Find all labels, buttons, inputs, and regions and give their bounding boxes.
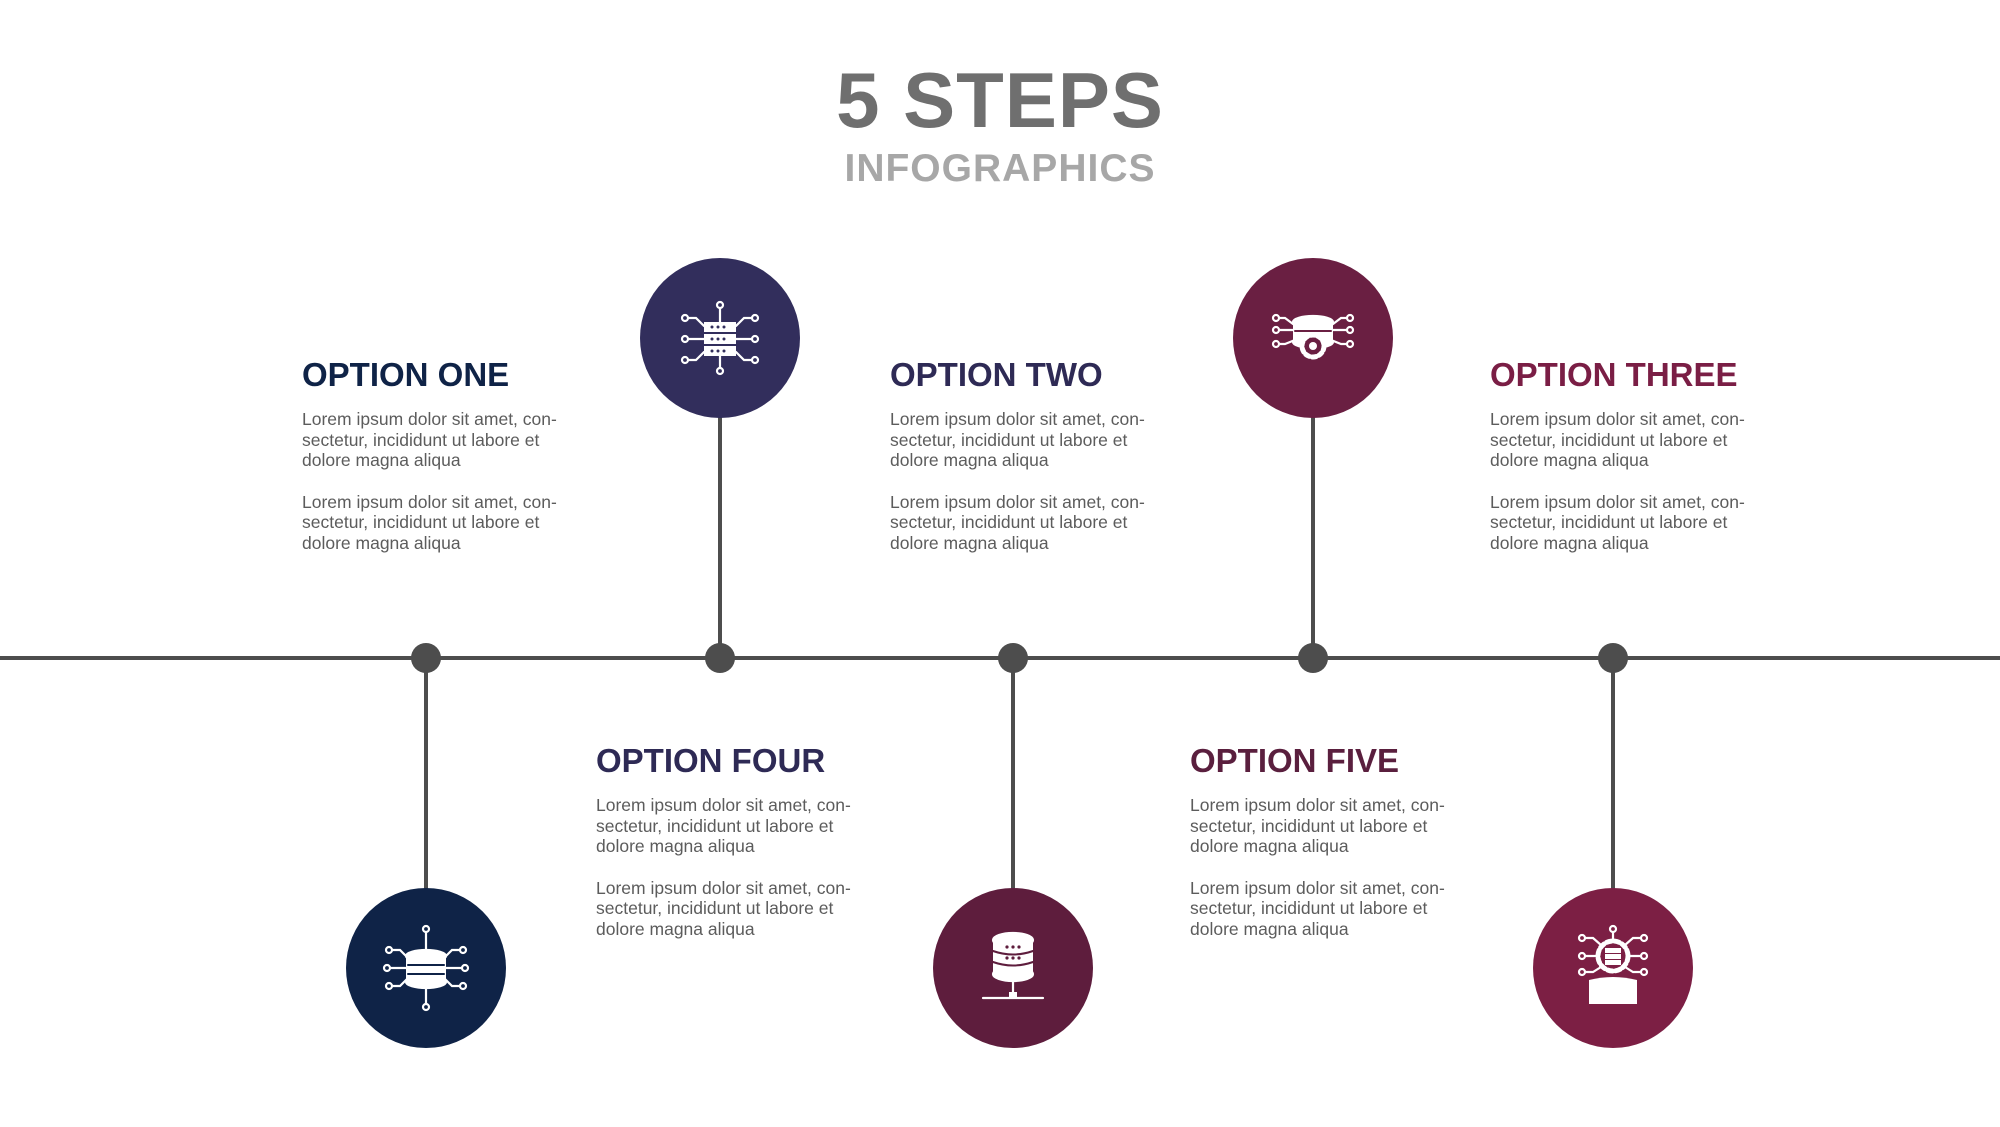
stem-3 xyxy=(1011,658,1015,898)
stem-5 xyxy=(1611,658,1615,898)
timeline-dot-4 xyxy=(1298,643,1328,673)
stem-1 xyxy=(424,658,428,898)
option-five-title: OPTION FIVE xyxy=(1190,742,1400,779)
database-connection-icon xyxy=(963,918,1063,1018)
option-five-text-1: Lorem ipsum dolor sit amet, con-sectetur… xyxy=(1190,795,1445,856)
stem-4 xyxy=(1311,410,1315,658)
option-three-block: OPTION THREE Lorem ipsum dolor sit amet,… xyxy=(1490,355,1760,574)
option-three-title: OPTION THREE xyxy=(1490,356,1738,393)
step-circle-3 xyxy=(933,888,1093,1048)
step-circle-4 xyxy=(1233,258,1393,418)
timeline-dot-2 xyxy=(705,643,735,673)
page-subtitle: INFOGRAPHICS xyxy=(844,147,1156,190)
database-network-icon xyxy=(376,918,476,1018)
server-network-icon xyxy=(670,288,770,388)
option-two-text-1: Lorem ipsum dolor sit amet, con-sectetur… xyxy=(890,409,1145,470)
option-five-block: OPTION FIVE Lorem ipsum dolor sit amet, … xyxy=(1190,741,1460,960)
option-two-block: OPTION TWO Lorem ipsum dolor sit amet, c… xyxy=(890,355,1160,574)
option-one-title: OPTION ONE xyxy=(302,356,510,393)
option-four-text-2: Lorem ipsum dolor sit amet, con-sectetur… xyxy=(596,877,851,939)
database-settings-icon xyxy=(1263,288,1363,388)
step-circle-2 xyxy=(640,258,800,418)
step-circle-1 xyxy=(346,888,506,1048)
stem-2 xyxy=(718,410,722,658)
option-one-text-1: Lorem ipsum dolor sit amet, con-sectetur… xyxy=(302,409,557,470)
server-settings-icon xyxy=(1563,918,1663,1018)
option-one-text-2: Lorem ipsum dolor sit amet, con-sectetur… xyxy=(302,491,557,553)
option-three-text-2: Lorem ipsum dolor sit amet, con-sectetur… xyxy=(1490,491,1745,553)
option-four-block: OPTION FOUR Lorem ipsum dolor sit amet, … xyxy=(596,741,866,960)
page-title: 5 STEPS xyxy=(836,56,1164,144)
option-four-text-1: Lorem ipsum dolor sit amet, con-sectetur… xyxy=(596,795,851,856)
option-five-text-2: Lorem ipsum dolor sit amet, con-sectetur… xyxy=(1190,877,1445,939)
step-circle-5 xyxy=(1533,888,1693,1048)
timeline-dot-5 xyxy=(1598,643,1628,673)
option-two-title: OPTION TWO xyxy=(890,356,1103,393)
option-three-text-1: Lorem ipsum dolor sit amet, con-sectetur… xyxy=(1490,409,1745,470)
option-one-block: OPTION ONE Lorem ipsum dolor sit amet, c… xyxy=(302,355,572,574)
timeline-dot-1 xyxy=(411,643,441,673)
option-four-title: OPTION FOUR xyxy=(596,742,826,779)
option-two-text-2: Lorem ipsum dolor sit amet, con-sectetur… xyxy=(890,491,1145,553)
timeline-dot-3 xyxy=(998,643,1028,673)
